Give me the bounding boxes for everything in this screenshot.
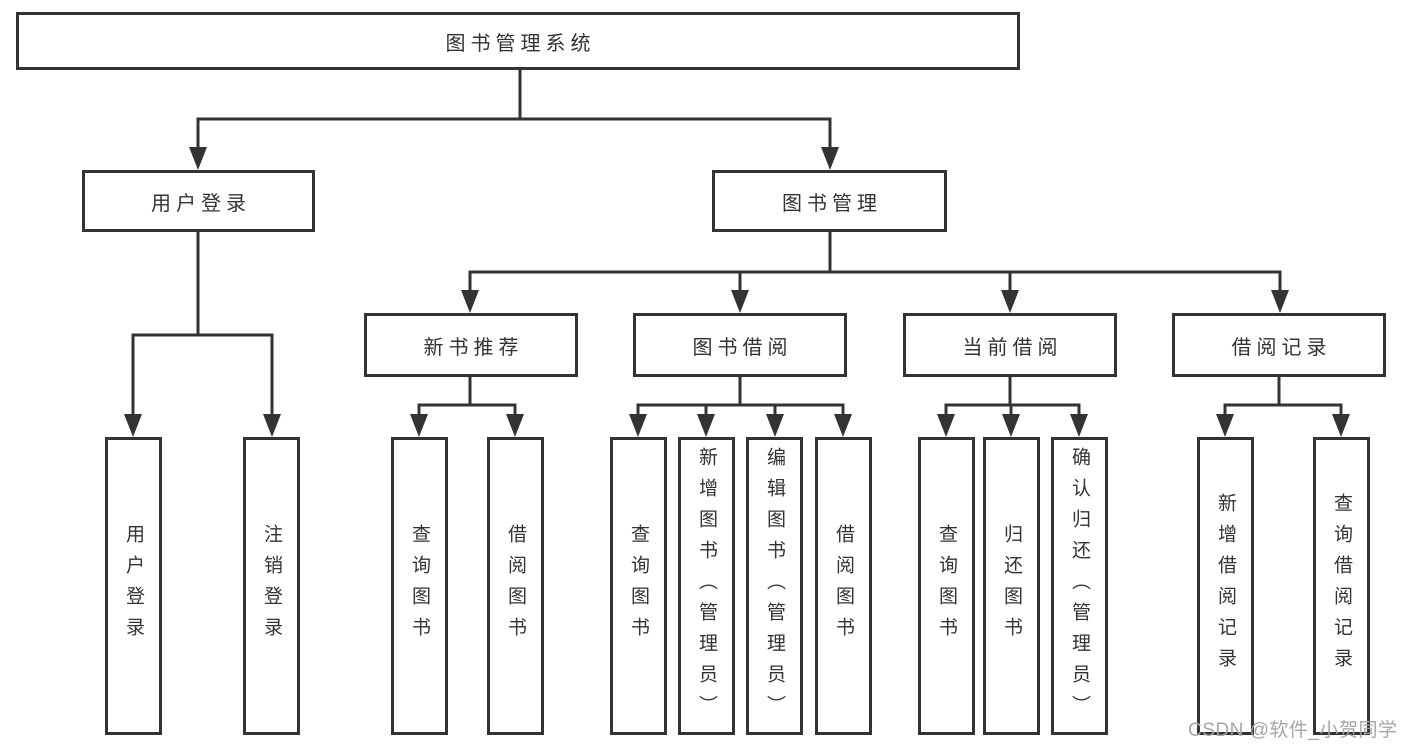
leaf-add-borrow-record: 新增借阅记录 (1197, 437, 1254, 735)
leaf-logout: 注销登录 (243, 437, 300, 735)
node-book-borrow: 图书借阅 (633, 313, 847, 377)
connector-book-borrow-to-leaves (629, 377, 852, 437)
node-borrow-record: 借阅记录 (1172, 313, 1386, 377)
connector-borrow-record-to-leaves (1216, 377, 1350, 437)
leaf-edit-book-admin: 编辑图书（管理员） (746, 437, 803, 735)
leaf-query-borrow-record: 查询借阅记录 (1313, 437, 1370, 735)
connector-user-login-to-leaves (124, 232, 281, 437)
arrowhead-icon (410, 414, 428, 437)
arrowhead-icon (1002, 414, 1020, 437)
arrowhead-icon (834, 414, 852, 437)
leaf-query-book-recommend: 查询图书 (391, 437, 448, 735)
arrowhead-icon (124, 414, 142, 437)
arrowhead-icon (1070, 414, 1088, 437)
leaf-query-book-current: 查询图书 (918, 437, 975, 735)
node-library-management-system: 图书管理系统 (16, 12, 1020, 70)
leaf-user-login: 用户登录 (105, 437, 162, 735)
csdn-watermark: CSDN @软件_小贺同学 (1188, 720, 1398, 741)
node-current-borrow: 当前借阅 (903, 313, 1117, 377)
connector-root-to-level2 (189, 70, 839, 170)
leaf-query-book: 查询图书 (610, 437, 667, 735)
arrowhead-icon (629, 414, 647, 437)
node-book-management: 图书管理 (712, 170, 947, 232)
arrowhead-icon (461, 290, 479, 313)
arrowhead-icon (1216, 414, 1234, 437)
arrowhead-icon (766, 414, 784, 437)
arrowhead-icon (189, 147, 207, 170)
leaf-add-book-admin: 新增图书（管理员） (678, 437, 735, 735)
arrowhead-icon (1332, 414, 1350, 437)
node-user-login: 用户登录 (82, 170, 315, 232)
arrowhead-icon (1001, 290, 1019, 313)
connector-new-book-to-leaves (410, 377, 524, 437)
leaf-return-book: 归还图书 (983, 437, 1040, 735)
arrowhead-icon (821, 147, 839, 170)
arrowhead-icon (263, 414, 281, 437)
leaf-confirm-return-admin: 确认归还（管理员） (1051, 437, 1108, 735)
arrowhead-icon (937, 414, 955, 437)
arrowhead-icon (506, 414, 524, 437)
leaf-borrow-book: 借阅图书 (815, 437, 872, 735)
node-new-book-recommend: 新书推荐 (364, 313, 578, 377)
connector-book-management-to-level3 (461, 232, 1289, 313)
leaf-borrow-book-recommend: 借阅图书 (487, 437, 544, 735)
connector-current-borrow-to-leaves (937, 377, 1088, 437)
arrowhead-icon (1271, 290, 1289, 313)
arrowhead-icon (731, 290, 749, 313)
arrowhead-icon (697, 414, 715, 437)
